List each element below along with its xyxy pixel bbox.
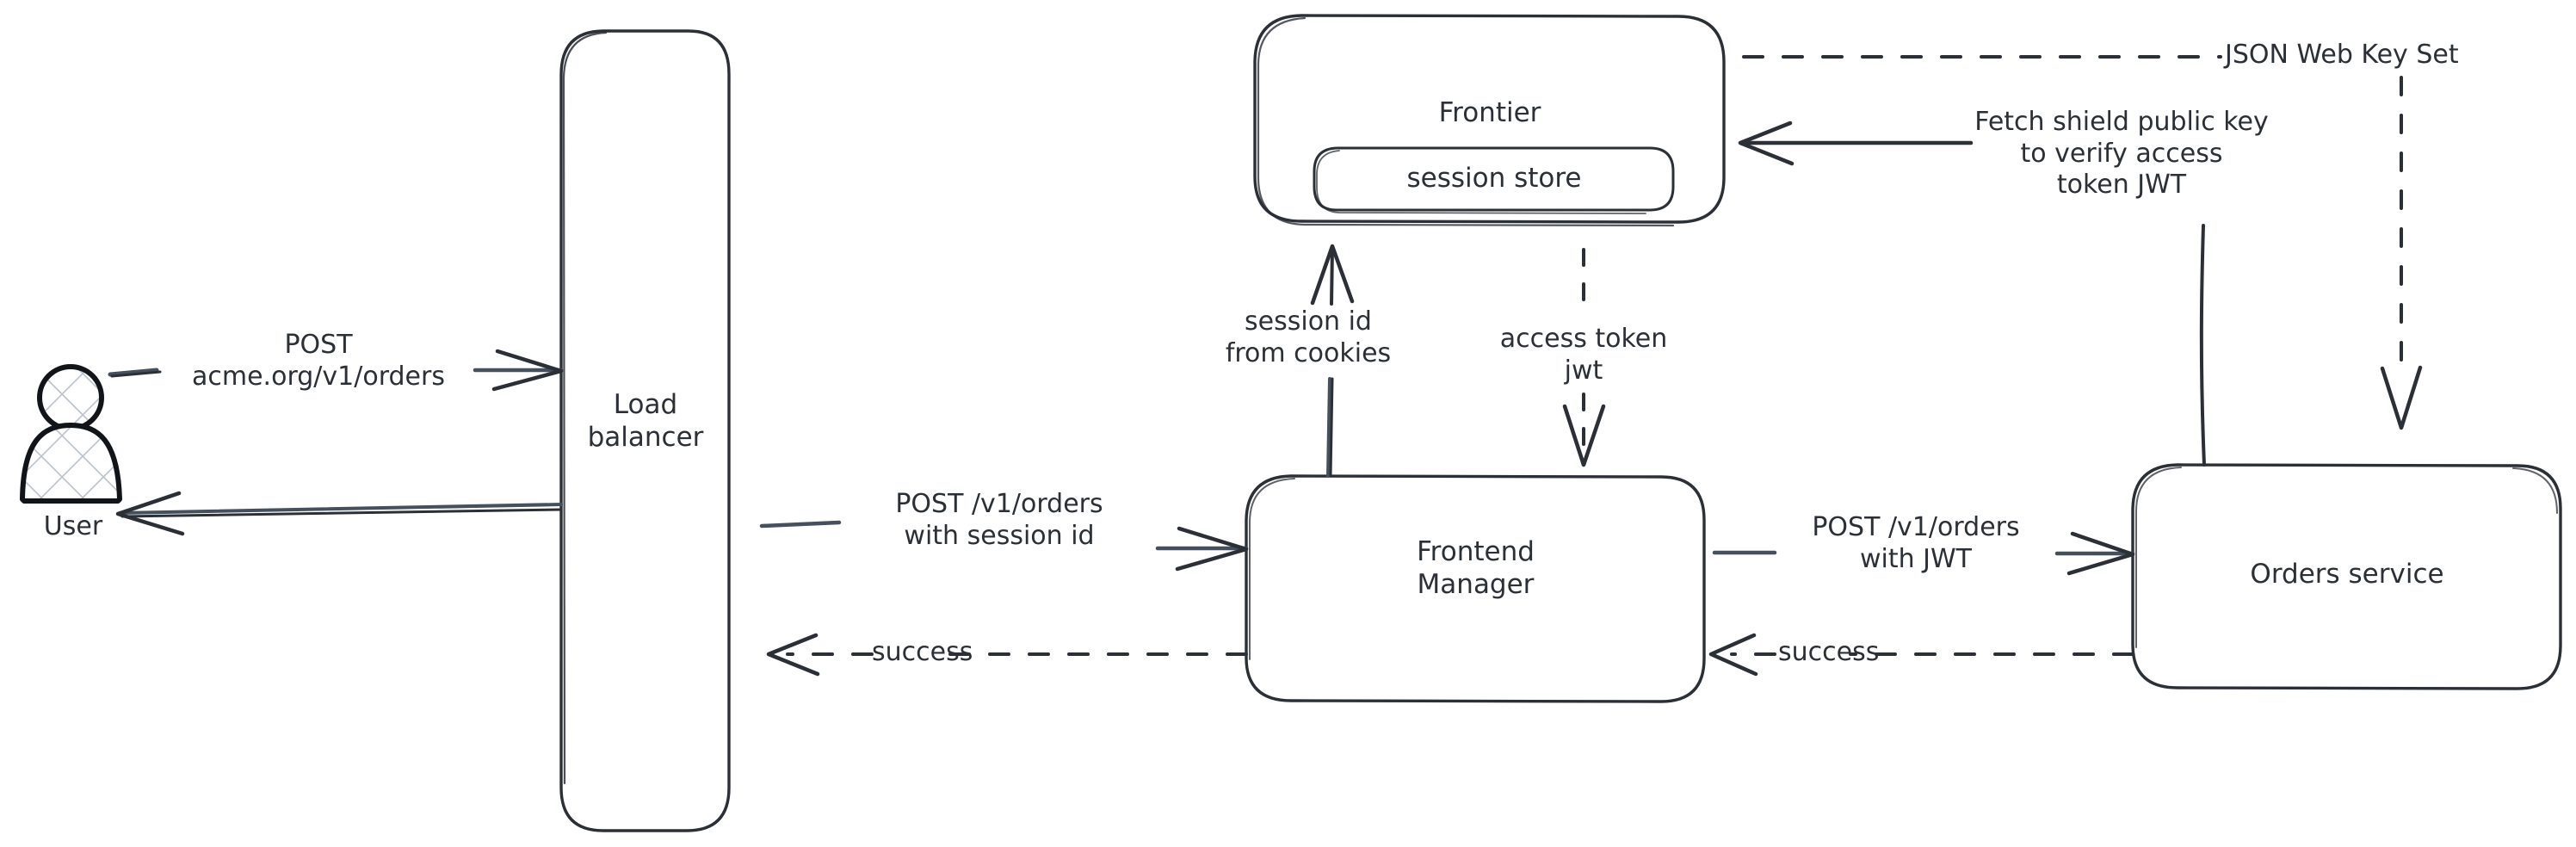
orders-service-label: Orders service bbox=[2250, 559, 2444, 590]
edge-orders-to-frontier-fetch-key bbox=[1738, 121, 2206, 467]
edge-frontend-manager-to-lb-success bbox=[766, 633, 1248, 677]
edge-load-balancer-to-user bbox=[115, 491, 563, 536]
load-balancer-label-wrap: Load balancer bbox=[561, 370, 730, 473]
frontend-manager-box[interactable] bbox=[1245, 474, 1706, 703]
frontend-manager-label: Frontend Manager bbox=[1417, 536, 1535, 600]
edge-orders-to-frontend-manager-success bbox=[1708, 633, 2134, 677]
session-store-label: session store bbox=[1406, 163, 1582, 195]
load-balancer-box[interactable] bbox=[559, 29, 731, 832]
frontier-label-wrap: Frontier bbox=[1255, 95, 1725, 133]
session-store-box[interactable] bbox=[1313, 146, 1675, 214]
edge-frontend-manager-to-frontier bbox=[1310, 244, 1355, 478]
edge-frontier-to-orders-jwks bbox=[1742, 55, 2423, 430]
session-store-label-wrap: session store bbox=[1314, 148, 1674, 210]
frontend-manager-label-wrap: Frontend Manager bbox=[1246, 529, 1705, 609]
edge-user-to-load-balancer bbox=[108, 349, 564, 392]
user-actor-icon bbox=[20, 364, 122, 504]
load-balancer-label: Load balancer bbox=[587, 389, 704, 453]
edge-lb-to-frontend-manager bbox=[759, 520, 1249, 572]
edge-frontend-manager-to-orders bbox=[1712, 531, 2135, 576]
orders-service-box[interactable] bbox=[2131, 463, 2562, 690]
orders-service-label-wrap: Orders service bbox=[2133, 555, 2561, 595]
frontier-label: Frontier bbox=[1438, 97, 1541, 129]
edge-frontier-to-frontend-manager bbox=[1562, 248, 1606, 467]
